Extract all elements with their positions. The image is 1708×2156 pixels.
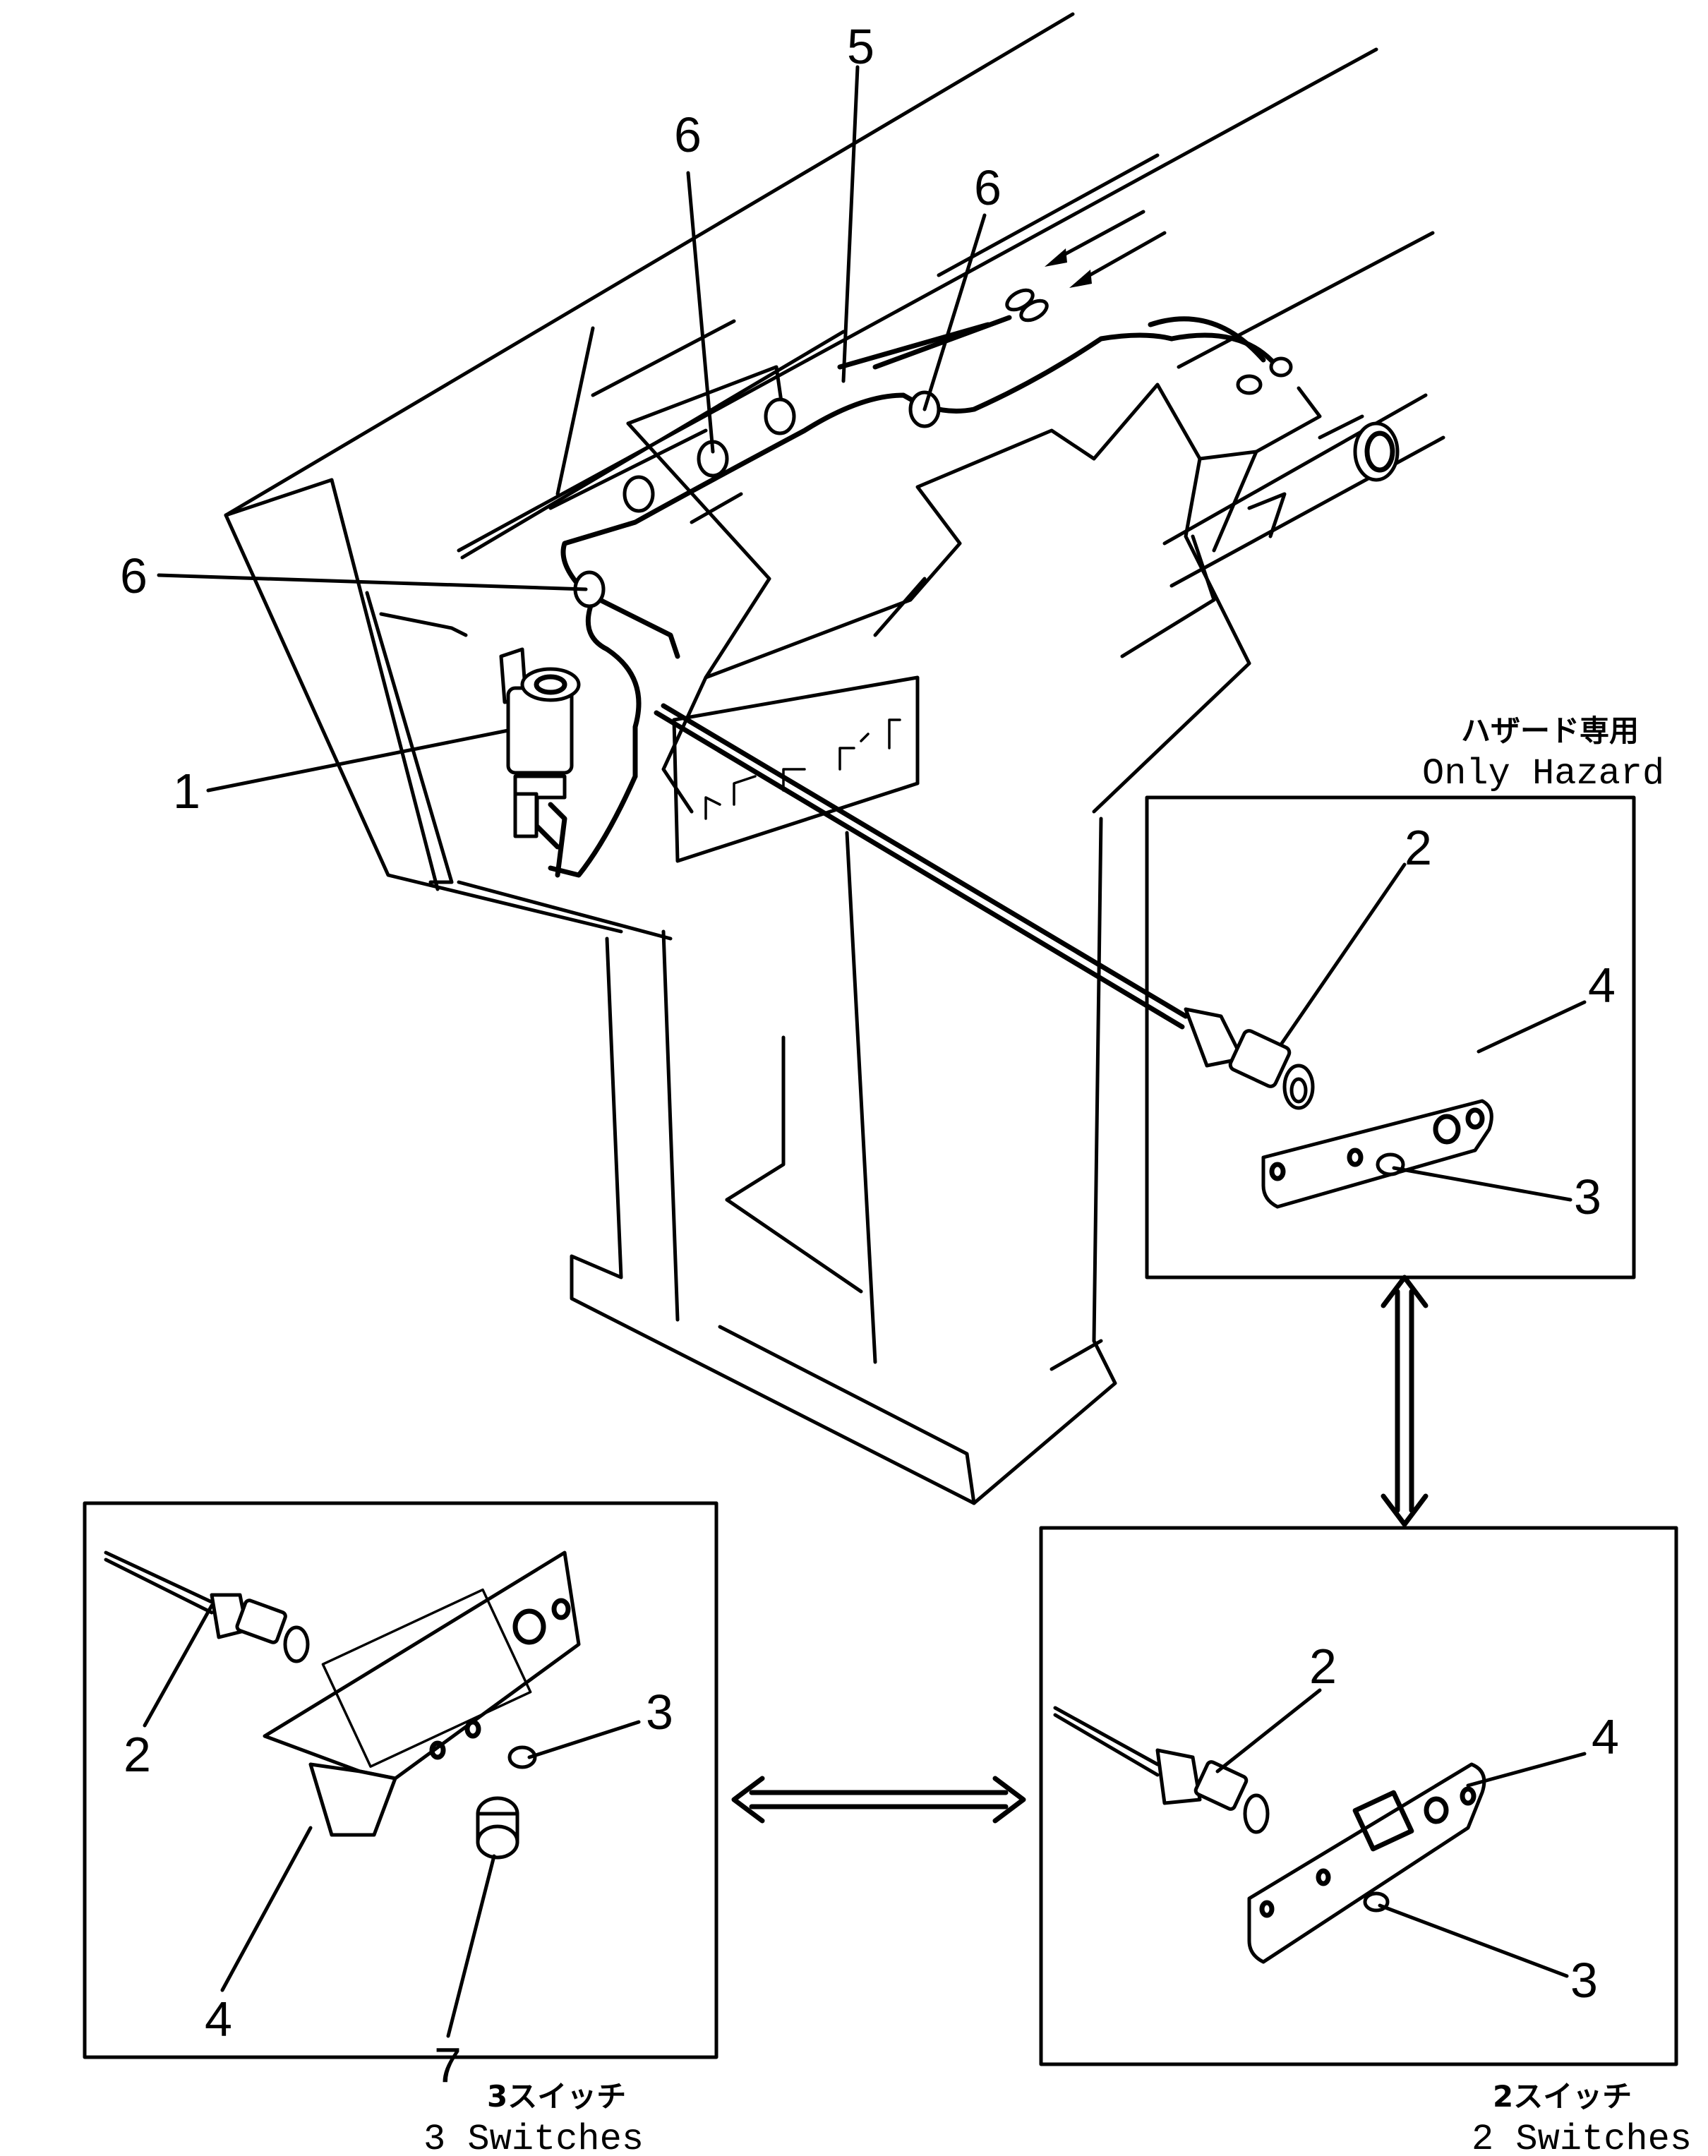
callout-clamp-b: 6 (974, 160, 1002, 215)
dashboard-assembly (224, 12, 1445, 1505)
toggle-switch-main (1184, 1007, 1315, 1110)
callout-flasher: 1 (173, 764, 200, 819)
switch-plate-main (1261, 1099, 1493, 1209)
caption-hazard-en: Only Hazard (1422, 753, 1664, 795)
three-switch-box (83, 1501, 718, 2059)
captions: ハザード専用 Only Hazard 3スイッチ 3 Switches 2スイッ… (423, 713, 1692, 2156)
callout-plate: 4 (1588, 958, 1616, 1013)
callout-switch: 2 (1405, 820, 1432, 875)
caption-two-en: 2 Switches (1472, 2119, 1692, 2156)
callout-3sw-switch: 2 (124, 1727, 151, 1782)
callout-clamp-c: 6 (120, 548, 148, 603)
two-switch-box (1039, 1526, 1678, 2066)
callout-3sw-nut: 3 (646, 1685, 673, 1740)
callout-2sw-plate: 4 (1592, 1709, 1619, 1764)
harness-clamps (573, 390, 941, 608)
double-arrow-vertical (1381, 1275, 1429, 1527)
callout-clamp-a: 6 (674, 107, 702, 162)
callout-3sw-cap: 7 (434, 2037, 462, 2092)
caption-two-jp: 2スイッチ (1493, 2079, 1632, 2114)
hazard-only-box (1145, 795, 1636, 1279)
wiring-harness (534, 210, 1293, 1030)
callout-2sw-nut: 3 (1570, 1953, 1598, 2008)
caption-three-jp: 3スイッチ (487, 2079, 626, 2114)
callout-harness: 5 (847, 19, 874, 74)
caption-three-en: 3 Switches (423, 2119, 644, 2156)
callout-nut: 3 (1574, 1169, 1601, 1224)
callout-3sw-plate: 4 (205, 1992, 232, 2047)
caption-hazard-jp: ハザード専用 (1461, 713, 1639, 748)
flasher-unit (499, 647, 581, 838)
double-arrow-horizontal (731, 1776, 1026, 1824)
callout-labels: 5 6 6 6 1 2 4 3 2 3 4 7 2 4 3 (120, 19, 1619, 2092)
callout-2sw-switch: 2 (1309, 1639, 1337, 1694)
leader-lines (143, 65, 1587, 2038)
